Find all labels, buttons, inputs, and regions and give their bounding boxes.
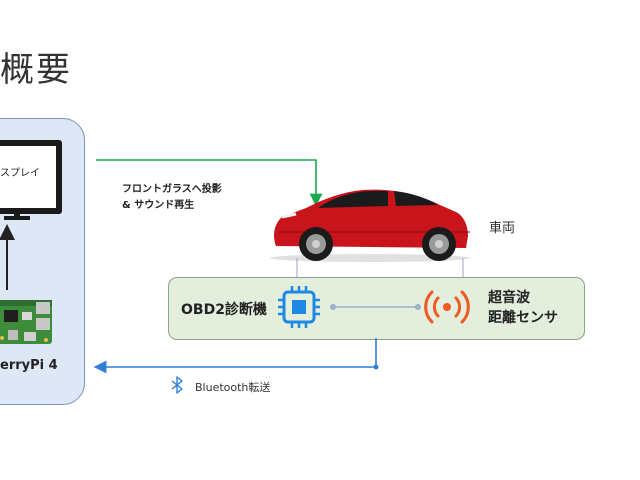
bluetooth-transfer-arrow	[93, 338, 379, 374]
sensor-label-line2: 距離センサ	[488, 310, 558, 326]
car-connectors	[296, 258, 464, 277]
projection-arrow	[96, 159, 323, 207]
projection-label-line1: フロントガラスへ投影	[122, 184, 222, 195]
bluetooth-icon	[171, 376, 183, 394]
bluetooth-label: Bluetooth転送	[195, 381, 271, 394]
sensor-label: 超音波 距離センサ	[488, 288, 558, 328]
car-icon	[270, 189, 470, 262]
display-label: スプレイ	[0, 168, 40, 179]
page-title: 概要	[0, 50, 72, 90]
ultrasonic-sensor-icon	[424, 290, 470, 324]
projection-label-line2: & サウンド再生	[122, 200, 195, 211]
vehicle-system-panel	[168, 277, 585, 340]
monitor-base	[4, 216, 30, 220]
chip-icon	[278, 286, 320, 328]
raspberry-pi-board-icon	[0, 300, 52, 344]
sensor-label-line1: 超音波	[488, 290, 530, 306]
raspberry-pi-label: erryPi 4	[0, 358, 58, 373]
monitor-stand	[14, 210, 20, 217]
monitor-icon	[0, 140, 62, 214]
projection-label: フロントガラスへ投影 & サウンド再生	[122, 182, 222, 214]
obd-label: OBD2診断機	[181, 302, 267, 318]
chip-sensor-link	[330, 304, 421, 310]
vehicle-label: 車両	[489, 221, 516, 236]
